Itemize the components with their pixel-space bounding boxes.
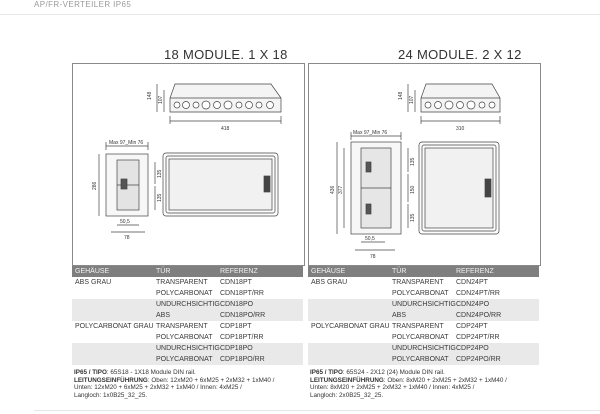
- right-col-ref: REFERENZ: [456, 268, 494, 275]
- table-cell: CDN24PO: [456, 301, 490, 308]
- right-entry-label: LEITUNGSEINFÜHRUNG: [310, 376, 384, 384]
- table-row: POLYCARBONAT GRAU: [75, 323, 154, 330]
- right-dim-side-4: 150: [410, 185, 416, 194]
- table-cell: UNDURCHSICHTIG: [392, 345, 456, 352]
- table-cell: CDN18PO/RR: [220, 312, 266, 319]
- left-notes-line3: Langloch: 1x0B25_32_25.: [74, 391, 148, 399]
- table-cell: CDP18PO/RR: [220, 356, 265, 363]
- left-dim-bottom-1: 50,5: [120, 219, 130, 225]
- table-cell: ABS: [392, 312, 407, 319]
- footer-divider: [34, 410, 600, 411]
- table-cell: TRANSPARENT: [156, 279, 208, 286]
- left-entry-text: : Oben: 12xM20 + 6xM25 + 2xM32 + 1xM40 /: [147, 376, 275, 384]
- table-row: ABS GRAU: [311, 279, 348, 286]
- table-cell: UNDURCHSICHTIG: [392, 301, 456, 308]
- table-cell: POLYCARBONAT: [392, 290, 449, 297]
- right-ip-label: IP65 / TIPO: [310, 369, 343, 376]
- right-dim-depth: Max 97_Min 76: [353, 130, 387, 136]
- left-table-body: ABS GRAU TRANSPARENT CDN18PT POLYCARBONA…: [72, 277, 303, 365]
- table-cell: CDP18PT: [220, 323, 252, 330]
- table-row: POLYCARBONAT GRAU: [311, 323, 390, 330]
- left-ip-label: IP65 / TIPO: [74, 369, 107, 376]
- left-dim-depth: Max 97_Min 76: [109, 140, 143, 146]
- left-dim-side-3: 135: [157, 193, 163, 202]
- right-dim-side-3: 135: [410, 157, 416, 166]
- table-cell: POLYCARBONAT: [156, 290, 213, 297]
- left-section-title: 18 MODULE. 1 X 18: [164, 47, 288, 62]
- table-cell: POLYCARBONAT: [392, 356, 449, 363]
- table-cell: CDN18PT: [220, 279, 252, 286]
- left-notes-line2: Unten: 12xM20 + 6xM25 + 2xM32 + 1xM40 / …: [74, 384, 242, 391]
- right-drawing-svg: 148 107 310 Max 97_Min 76 436 377 135 15…: [330, 83, 501, 260]
- left-dim-side-1: 286: [92, 181, 98, 190]
- right-notes-line2: Unten: 8xM20 + 2xM25 + 2xM32 + 1xM40 / I…: [310, 384, 475, 391]
- table-cell: UNDURCHSICHTIG: [156, 301, 220, 308]
- table-row: ABS GRAU: [75, 279, 112, 286]
- right-col-housing: GEHÄUSE: [311, 268, 346, 275]
- right-table-body: ABS GRAU TRANSPARENT CDN24PT POLYCARBONA…: [308, 277, 539, 365]
- table-cell: CDN24PO/RR: [456, 312, 502, 319]
- table-cell: POLYCARBONAT: [392, 334, 449, 341]
- left-dim-height-1: 148: [147, 91, 153, 100]
- header-divider: [0, 14, 600, 15]
- left-dim-height-2: 107: [158, 95, 164, 104]
- right-dim-side-5: 135: [410, 213, 416, 222]
- right-ip-text: : 65S24 - 2X12 (24) Module DIN rail.: [342, 369, 445, 376]
- table-cell: CDN24PT: [456, 279, 488, 286]
- table-cell: CDP18PO: [220, 345, 253, 352]
- table-cell: UNDURCHSICHTIG: [156, 345, 220, 352]
- page-header-title: AP/FR-VERTEILER IP65: [34, 0, 132, 9]
- right-entry-text: : Oben: 8xM20 + 2xM25 + 2xM32 + 1xM40 /: [383, 376, 507, 384]
- right-dim-bottom-2: 78: [370, 254, 376, 260]
- left-col-ref: REFERENZ: [220, 268, 258, 275]
- left-technical-drawing: 148 107 418 Max 97_Min 76 286 135 135 50…: [72, 63, 305, 266]
- table-cell: TRANSPARENT: [392, 279, 444, 286]
- table-cell: POLYCARBONAT: [156, 356, 213, 363]
- left-table-header: GEHÄUSE TÜR REFERENZ: [72, 266, 303, 277]
- table-cell: CDP18PT/RR: [220, 334, 264, 341]
- right-dim-bottom-1: 50,5: [365, 236, 375, 242]
- left-dim-side-2: 135: [157, 169, 163, 178]
- right-dim-width: 310: [456, 126, 465, 132]
- right-reference-table: GEHÄUSE TÜR REFERENZ ABS GRAU TRANSPAREN…: [308, 266, 539, 365]
- right-dim-height-2: 107: [409, 95, 415, 104]
- left-entry-label: LEITUNGSEINFÜHRUNG: [74, 376, 148, 384]
- right-section-title: 24 MODULE. 2 X 12: [398, 47, 522, 62]
- table-cell: CDN18PO: [220, 301, 254, 308]
- right-dim-height-1: 148: [398, 91, 404, 100]
- right-notes-line3: Langloch: 2x0B25_32_25.: [310, 391, 384, 399]
- left-col-housing: GEHÄUSE: [75, 268, 110, 275]
- table-cell: CDP24PO/RR: [456, 356, 501, 363]
- left-dim-bottom-2: 78: [124, 235, 130, 241]
- right-table-header: GEHÄUSE TÜR REFERENZ: [308, 266, 539, 277]
- table-cell: CDP24PO: [456, 345, 489, 352]
- table-cell: TRANSPARENT: [392, 323, 444, 330]
- right-dim-side-1: 436: [330, 185, 336, 194]
- left-notes: IP65 / TIPO: 65S18 - 1X18 Module DIN rai…: [74, 369, 306, 399]
- left-dim-width: 418: [221, 126, 230, 132]
- table-cell: ABS: [156, 312, 171, 319]
- left-reference-table: GEHÄUSE TÜR REFERENZ ABS GRAU TRANSPAREN…: [72, 266, 303, 365]
- right-dim-side-2: 377: [338, 185, 344, 194]
- right-col-door: TÜR: [392, 268, 407, 275]
- table-cell: CDP24PT: [456, 323, 488, 330]
- table-cell: CDN18PT/RR: [220, 290, 264, 297]
- right-technical-drawing: 148 107 310 Max 97_Min 76 436 377 135 15…: [308, 63, 541, 266]
- table-cell: TRANSPARENT: [156, 323, 208, 330]
- table-cell: POLYCARBONAT: [156, 334, 213, 341]
- right-notes: IP65 / TIPO: 65S24 - 2X12 (24) Module DI…: [310, 369, 542, 399]
- left-col-door: TÜR: [156, 268, 171, 275]
- left-ip-text: : 65S18 - 1X18 Module DIN rail.: [106, 369, 196, 376]
- left-drawing-svg: 148 107 418 Max 97_Min 76 286 135 135 50…: [92, 83, 282, 241]
- table-cell: CDN24PT/RR: [456, 290, 500, 297]
- table-cell: CDP24PT/RR: [456, 334, 500, 341]
